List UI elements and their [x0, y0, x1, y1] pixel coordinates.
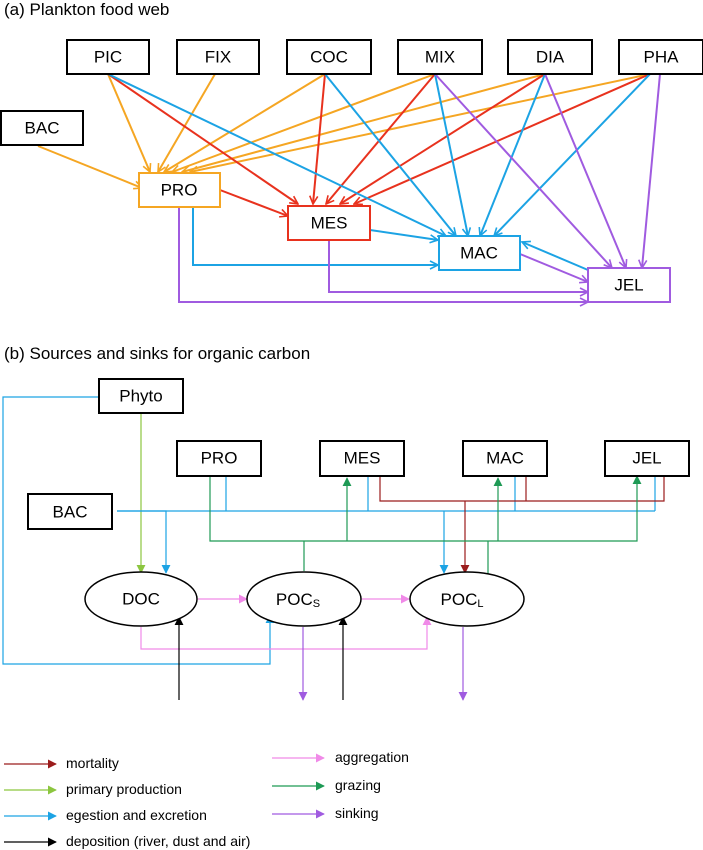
arrow-mes-jel: [328, 240, 588, 292]
flow-doc-pocl: [140, 616, 432, 650]
svg-text:POCS: POCS: [276, 590, 320, 611]
node-a-fix: FIX: [176, 39, 260, 75]
arrow-bac-pro: [37, 145, 142, 188]
panel-b-title: (b) Sources and sinks for organic carbon: [4, 344, 310, 363]
arrow-coc-mes: [313, 73, 326, 204]
node-b-jel: JEL: [604, 440, 690, 477]
node-a-pro: PRO: [138, 172, 221, 208]
svg-text:aggregation: aggregation: [335, 749, 409, 765]
panel-b-nodes: Phyto PRO MES MAC JEL BAC DOC POCS POCL: [27, 378, 690, 627]
svg-text:MIX: MIX: [425, 48, 455, 67]
node-b-pro: PRO: [176, 440, 262, 477]
arrow-jel-mac: [522, 242, 589, 271]
arrow-mix-mac: [434, 73, 468, 236]
arrow-pha-mes: [354, 73, 651, 204]
svg-text:deposition (river, dust and ai: deposition (river, dust and air): [66, 833, 250, 849]
svg-text:BAC: BAC: [53, 503, 88, 522]
legend-primary-production: primary production: [4, 781, 182, 797]
arrow-pha-pro: [190, 73, 651, 172]
flow-phyto-pocs: [2, 396, 275, 665]
node-a-jel: JEL: [587, 267, 671, 303]
svg-text:MES: MES: [311, 214, 348, 233]
node-a-pic: PIC: [66, 39, 150, 75]
node-b-pocs: POCS: [246, 571, 362, 627]
svg-text:POCL: POCL: [441, 590, 484, 611]
arrow-mix-jel: [434, 73, 612, 268]
mortality-bus: [379, 476, 665, 502]
node-b-mac: MAC: [462, 440, 548, 477]
grazing-bus: [205, 467, 642, 542]
svg-text:PHA: PHA: [644, 48, 680, 67]
svg-text:egestion and excretion: egestion and excretion: [66, 807, 207, 823]
svg-text:FIX: FIX: [205, 48, 231, 67]
legend-sinking: sinking: [272, 805, 379, 821]
node-a-bac: BAC: [0, 110, 84, 146]
svg-text:PRO: PRO: [201, 449, 238, 468]
panel-b-flows: [2, 396, 665, 701]
panel-a-title: (a) Plankton food web: [4, 0, 169, 19]
pocl-subscript: L: [477, 598, 483, 610]
svg-text:primary production: primary production: [66, 781, 182, 797]
node-a-dia: DIA: [507, 39, 593, 75]
svg-text:DIA: DIA: [536, 48, 565, 67]
arrow-coc-pro: [164, 73, 326, 172]
svg-text:MES: MES: [344, 449, 381, 468]
svg-text:COC: COC: [310, 48, 348, 67]
arrow-pic-mes: [107, 73, 298, 204]
arrow-pic-mac: [107, 73, 446, 236]
arrow-coc-mac: [324, 73, 456, 236]
legend-mortality: mortality: [4, 755, 119, 771]
panel-a-arrows: [37, 73, 661, 302]
svg-text:PIC: PIC: [94, 48, 122, 67]
svg-text:MAC: MAC: [486, 449, 524, 468]
arrow-pic-pro: [107, 73, 150, 172]
svg-text:BAC: BAC: [25, 119, 60, 138]
legend-grazing: grazing: [272, 777, 381, 793]
arrow-pro-mac: [192, 207, 438, 265]
svg-text:JEL: JEL: [614, 276, 643, 295]
node-a-mix: MIX: [397, 39, 483, 75]
node-b-phyto: Phyto: [98, 378, 184, 414]
node-b-pocl: POCL: [409, 571, 525, 627]
node-b-mes: MES: [319, 440, 405, 477]
pocs-subscript: S: [313, 598, 320, 610]
svg-text:DOC: DOC: [122, 590, 160, 609]
node-b-bac: BAC: [27, 493, 113, 530]
legend: mortality primary production egestion an…: [4, 749, 409, 849]
panel-a-nodes: PIC FIX COC MIX DIA PHA BAC PRO MES MAC …: [0, 39, 703, 303]
arrow-mac-jel: [519, 253, 588, 282]
pocl-label: POC: [441, 590, 478, 609]
arrow-mes-mac: [369, 229, 438, 240]
arrow-dia-mac: [480, 73, 546, 236]
svg-text:JEL: JEL: [632, 449, 661, 468]
arrow-dia-mes: [340, 73, 546, 204]
node-a-pha: PHA: [618, 39, 703, 75]
pocs-label: POC: [276, 590, 313, 609]
node-a-mes: MES: [287, 205, 371, 241]
arrow-fix-pro: [158, 73, 216, 172]
svg-text:mortality: mortality: [66, 755, 119, 771]
svg-text:PRO: PRO: [161, 181, 198, 200]
legend-deposition: deposition (river, dust and air): [4, 833, 250, 849]
svg-text:grazing: grazing: [335, 777, 381, 793]
node-a-mac: MAC: [438, 235, 521, 271]
arrow-pha-jel: [642, 73, 661, 268]
node-a-coc: COC: [286, 39, 372, 75]
svg-text:sinking: sinking: [335, 805, 379, 821]
svg-text:Phyto: Phyto: [119, 387, 162, 406]
arrow-mix-mes: [326, 73, 436, 204]
legend-aggregation: aggregation: [272, 749, 409, 765]
arrow-pha-mac: [494, 73, 651, 236]
arrow-mix-pro: [172, 73, 436, 172]
node-b-doc: DOC: [84, 571, 198, 627]
legend-egestion: egestion and excretion: [4, 807, 207, 823]
arrow-pro-mes: [219, 189, 288, 216]
arrow-dia-jel: [544, 73, 626, 268]
arrow-pro-jel: [178, 207, 588, 302]
svg-text:MAC: MAC: [460, 244, 498, 263]
